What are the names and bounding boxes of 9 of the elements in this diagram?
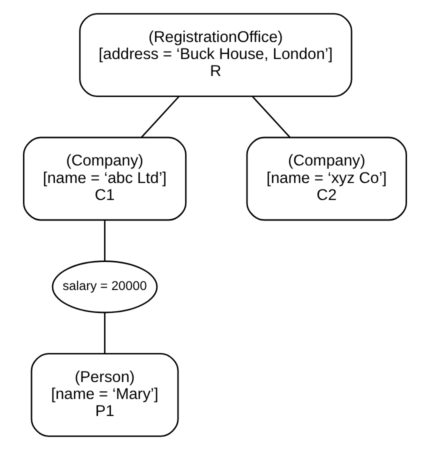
node-box: (Company) [name = ‘abc Ltd’] C1 (22, 136, 187, 221)
node-box: (RegistrationOffice) [address = ‘Buck House, London’] R (79, 13, 352, 97)
connector (104, 220, 106, 262)
node-box: (Person) [name = ‘Mary’] P1 (30, 353, 179, 437)
node-ellipse: salary = 20000 (52, 260, 158, 314)
node-box: (Company) [name = ‘xyz Co’] C2 (246, 136, 408, 221)
connector (252, 96, 290, 138)
connector (104, 312, 106, 354)
connector (141, 96, 180, 138)
